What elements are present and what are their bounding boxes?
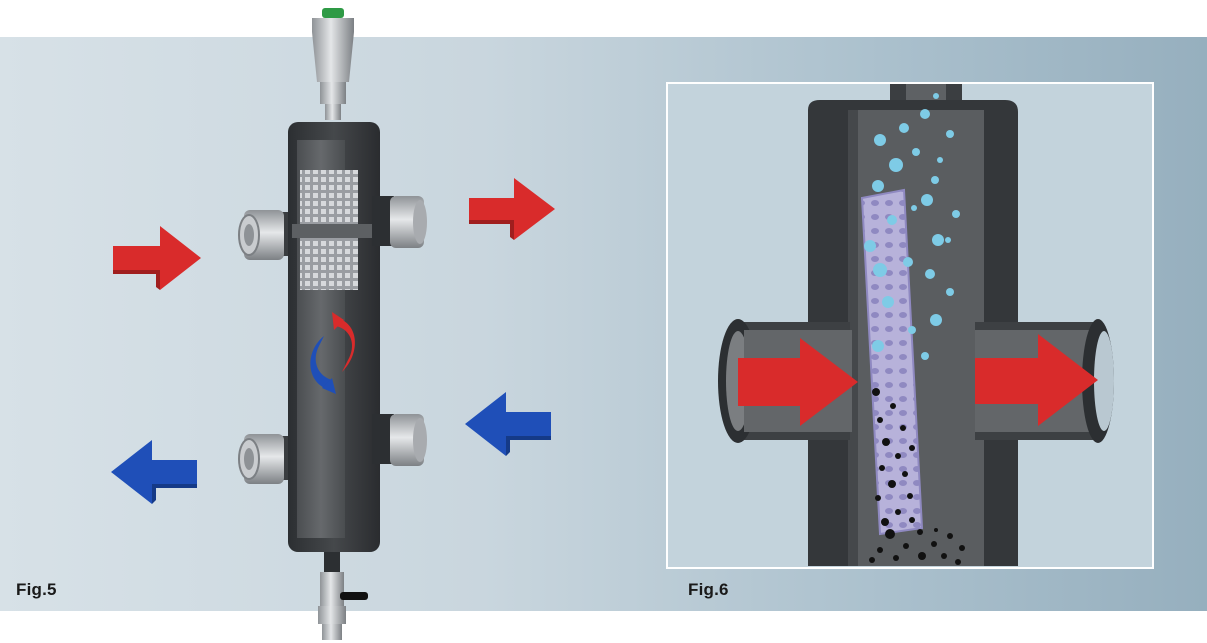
air-bubbles xyxy=(864,93,960,360)
swirl-flow-icon xyxy=(310,312,355,394)
dirt-particles xyxy=(869,388,965,565)
cold-flow-arrow-icon xyxy=(465,392,551,456)
fig6-label: Fig.6 xyxy=(688,580,729,599)
cold-flow-arrow-icon xyxy=(111,440,197,504)
fig5-label: Fig.5 xyxy=(16,580,57,599)
fig5-separator xyxy=(238,8,427,640)
fig6-panel xyxy=(666,82,1154,569)
outlet-fitting-lower-left xyxy=(238,434,298,484)
hot-flow-arrow-icon xyxy=(469,178,555,240)
air-vent-icon xyxy=(312,8,354,120)
hot-flow-arrow-icon xyxy=(975,334,1098,426)
inlet-fitting-lower-right xyxy=(372,414,427,466)
outlet-fitting-upper-right xyxy=(372,196,427,248)
hot-flow-arrow-icon xyxy=(738,338,858,426)
hot-flow-arrow-icon xyxy=(113,226,201,290)
drain-valve-icon xyxy=(318,552,368,640)
